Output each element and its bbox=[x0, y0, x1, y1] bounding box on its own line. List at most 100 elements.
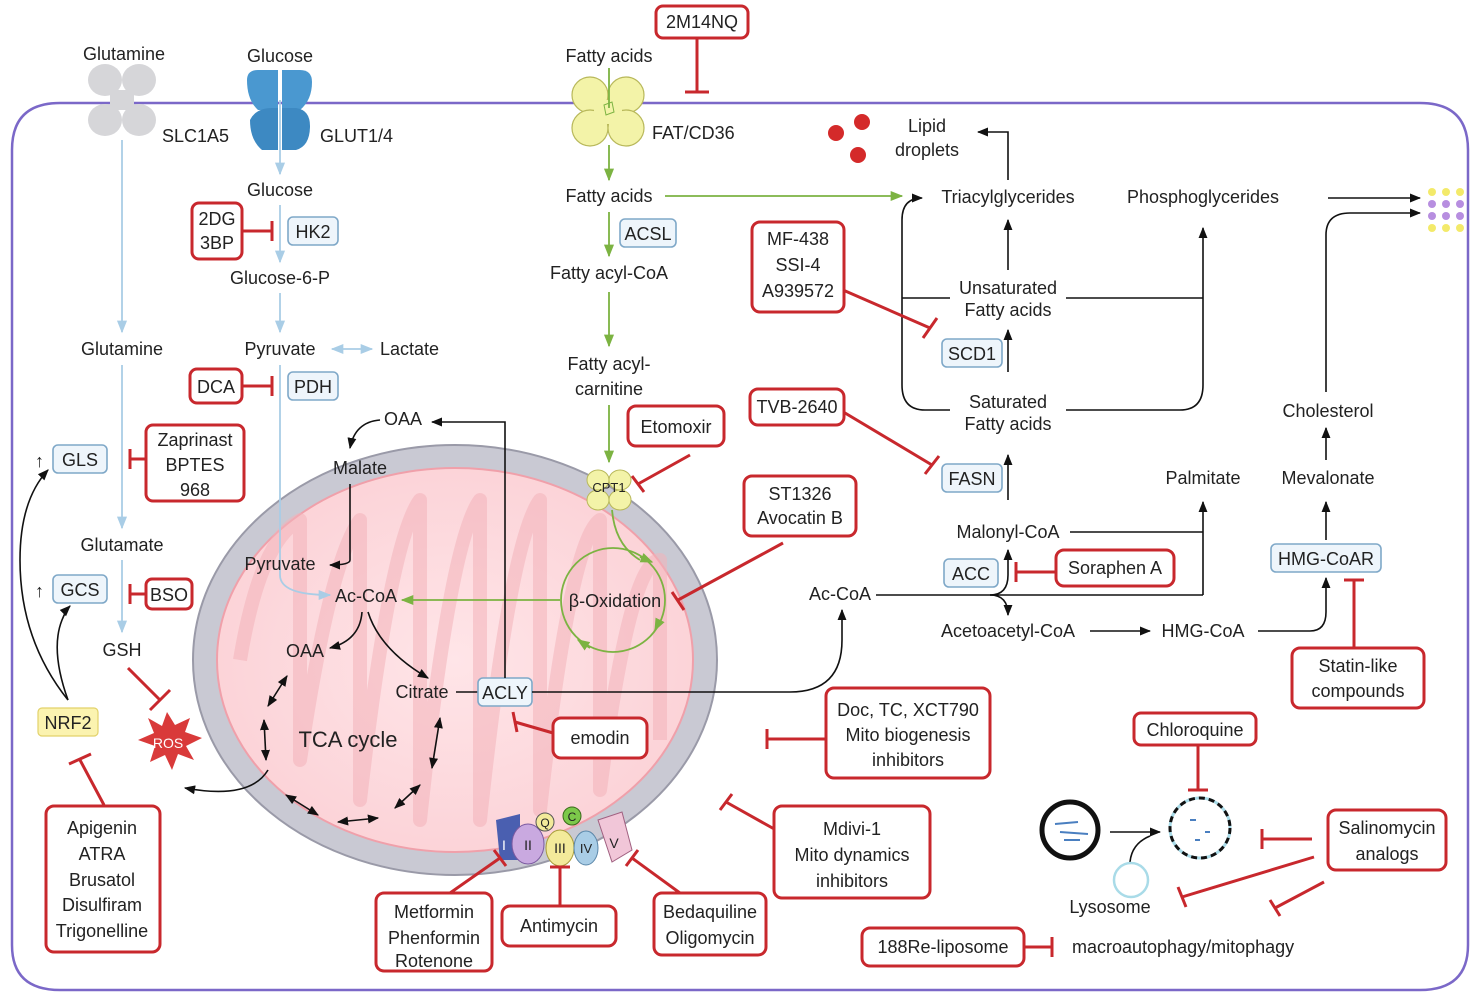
svg-text:analogs: analogs bbox=[1355, 844, 1418, 864]
drug-dca: DCA bbox=[188, 367, 244, 405]
svg-text:β-Oxidation: β-Oxidation bbox=[569, 591, 661, 611]
svg-text:emodin: emodin bbox=[570, 728, 629, 748]
pyruvate-cytosol-label: Pyruvate bbox=[244, 339, 315, 359]
svg-text:Etomoxir: Etomoxir bbox=[640, 417, 711, 437]
acetoacetyl-coa-label: Acetoacetyl-CoA bbox=[941, 621, 1075, 641]
drug-etomoxir: Etomoxir bbox=[626, 404, 726, 448]
svg-text:Q: Q bbox=[540, 816, 549, 830]
svg-text:HMG-CoAR: HMG-CoAR bbox=[1278, 549, 1374, 569]
cpt1-transporter: CPT1 bbox=[586, 469, 632, 511]
fat-cd36-label: FAT/CD36 bbox=[652, 123, 735, 143]
nrf2-node: NRF2 bbox=[37, 707, 99, 737]
lysosome-icon bbox=[1112, 861, 1150, 899]
svg-text:ACC: ACC bbox=[952, 564, 990, 584]
svg-text:ACLY: ACLY bbox=[482, 683, 528, 703]
glut-label: GLUT1/4 bbox=[320, 126, 393, 146]
svg-text:PDH: PDH bbox=[294, 377, 332, 397]
gls-enzyme: GLS bbox=[52, 444, 108, 474]
svg-text:2M14NQ: 2M14NQ bbox=[666, 12, 738, 32]
svg-text:compounds: compounds bbox=[1311, 681, 1404, 701]
drug-chloroquine: Chloroquine bbox=[1132, 711, 1258, 747]
fatty-acids-extracellular-label: Fatty acids bbox=[565, 46, 652, 66]
fatty-acyl-coa-label: Fatty acyl-CoA bbox=[550, 263, 668, 283]
drug-mito-biogenesis-inhibitors: Doc, TC, XCT790 Mito biogenesis inhibito… bbox=[824, 686, 992, 780]
glutamine-label: Glutamine bbox=[81, 339, 163, 359]
svg-text:Zaprinast: Zaprinast bbox=[157, 430, 232, 450]
svg-text:C: C bbox=[568, 810, 577, 824]
drug-2dg-3bp: 2DG 3BP bbox=[190, 201, 244, 261]
drug-salinomycin-analogs: Salinomycin analogs bbox=[1326, 808, 1448, 872]
fasn-enzyme: FASN bbox=[941, 463, 1003, 493]
svg-text:Oligomycin: Oligomycin bbox=[665, 928, 754, 948]
gcs-up-arrow: ↑ bbox=[35, 581, 44, 601]
ac-coa-mito-label: Ac-CoA bbox=[335, 586, 397, 606]
svg-text:3BP: 3BP bbox=[200, 233, 234, 253]
acc-enzyme: ACC bbox=[943, 558, 999, 588]
glut-transporter bbox=[247, 70, 312, 150]
svg-text:Rotenone: Rotenone bbox=[395, 951, 473, 971]
svg-text:Mito dynamics: Mito dynamics bbox=[794, 845, 909, 865]
ros-burst-icon: ROS bbox=[138, 712, 202, 770]
glucose-extracellular-label: Glucose bbox=[247, 46, 313, 66]
macroautophagy-label: macroautophagy/mitophagy bbox=[1072, 937, 1294, 957]
glutamine-extracellular-label: Glutamine bbox=[83, 44, 165, 64]
svg-text:BPTES: BPTES bbox=[165, 455, 224, 475]
svg-text:ST1326: ST1326 bbox=[768, 484, 831, 504]
svg-text:GLS: GLS bbox=[62, 450, 98, 470]
svg-text:Mdivi-1: Mdivi-1 bbox=[823, 819, 881, 839]
tca-arrows bbox=[260, 675, 443, 826]
unsaturated-fa-label-2: Fatty acids bbox=[964, 300, 1051, 320]
svg-text:Statin-like: Statin-like bbox=[1318, 656, 1397, 676]
slc1a5-transporter bbox=[88, 64, 156, 136]
pyruvate-mito-label: Pyruvate bbox=[244, 554, 315, 574]
svg-text:Brusatol: Brusatol bbox=[69, 870, 135, 890]
svg-text:ACSL: ACSL bbox=[624, 224, 671, 244]
svg-text:II: II bbox=[524, 837, 532, 853]
svg-text:SSI-4: SSI-4 bbox=[775, 255, 820, 275]
autophagosome-icon bbox=[1039, 799, 1101, 861]
scd1-enzyme: SCD1 bbox=[941, 338, 1003, 368]
cholesterol-label: Cholesterol bbox=[1282, 401, 1373, 421]
malate-label: Malate bbox=[333, 458, 387, 478]
svg-text:FASN: FASN bbox=[948, 469, 995, 489]
svg-text:A939572: A939572 bbox=[762, 281, 834, 301]
drug-antimycin: Antimycin bbox=[500, 904, 618, 948]
fatty-acids-cytosol-label: Fatty acids bbox=[565, 186, 652, 206]
svg-text:V: V bbox=[609, 835, 619, 851]
svg-text:ATRA: ATRA bbox=[79, 844, 126, 864]
svg-text:ROS: ROS bbox=[153, 735, 183, 751]
svg-text:BSO: BSO bbox=[150, 585, 188, 605]
gsh-label: GSH bbox=[102, 640, 141, 660]
svg-text:inhibitors: inhibitors bbox=[816, 871, 888, 891]
drug-scd1-inhibitors: MF-438 SSI-4 A939572 bbox=[750, 220, 846, 314]
fatty-acyl-carnitine-label-1: Fatty acyl- bbox=[567, 354, 650, 374]
cell-membrane bbox=[10, 101, 1470, 992]
glucose-6-p-label: Glucose-6-P bbox=[230, 268, 330, 288]
lipid-droplets-label-2: droplets bbox=[895, 140, 959, 160]
slc1a5-label: SLC1A5 bbox=[162, 126, 229, 146]
hk2-enzyme: HK2 bbox=[287, 216, 339, 246]
fatty-acyl-carnitine-label-2: carnitine bbox=[575, 379, 643, 399]
drug-st1326: ST1326 Avocatin B bbox=[742, 474, 858, 538]
unsaturated-fa-label-1: Unsaturated bbox=[959, 278, 1057, 298]
svg-text:Metformin: Metformin bbox=[394, 902, 474, 922]
svg-text:Disulfiram: Disulfiram bbox=[62, 895, 142, 915]
svg-text:III: III bbox=[554, 840, 566, 856]
svg-text:NRF2: NRF2 bbox=[44, 713, 91, 733]
citrate-label: Citrate bbox=[395, 682, 448, 702]
membrane-phospholipids-icon bbox=[1428, 188, 1464, 232]
svg-text:inhibitors: inhibitors bbox=[872, 750, 944, 770]
inhibition-lines bbox=[68, 38, 1364, 957]
lipid-droplets-icon bbox=[828, 114, 870, 163]
autolysosome-icon bbox=[1168, 796, 1232, 860]
svg-text:Mito biogenesis: Mito biogenesis bbox=[845, 725, 970, 745]
drug-soraphen-a: Soraphen A bbox=[1054, 548, 1176, 588]
svg-text:188Re-liposome: 188Re-liposome bbox=[877, 937, 1008, 957]
glucose-label: Glucose bbox=[247, 180, 313, 200]
pdh-enzyme: PDH bbox=[287, 371, 339, 401]
saturated-fa-label-1: Saturated bbox=[969, 392, 1047, 412]
svg-text:Chloroquine: Chloroquine bbox=[1146, 720, 1243, 740]
saturated-fa-label-2: Fatty acids bbox=[964, 414, 1051, 434]
svg-text:Doc, TC, XCT790: Doc, TC, XCT790 bbox=[837, 700, 979, 720]
